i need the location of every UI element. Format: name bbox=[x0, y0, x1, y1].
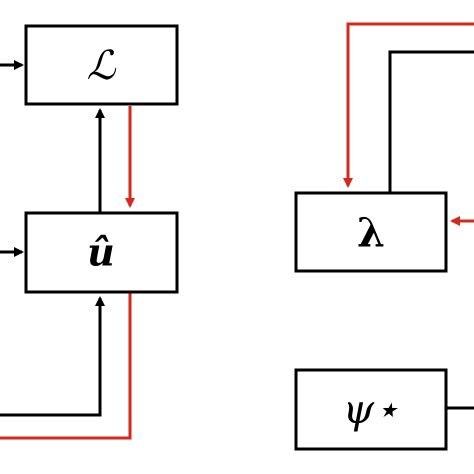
node-u-hat-label: û bbox=[87, 230, 115, 275]
node-psi-star-box bbox=[294, 368, 448, 451]
edge-loop-to-u bbox=[0, 296, 105, 417]
node-psi-star-label: ψ⋆ bbox=[343, 387, 399, 433]
edge-lambda-top-return bbox=[388, 50, 474, 192]
node-lambda-box bbox=[294, 191, 448, 273]
edge-backward-to-lambda bbox=[343, 22, 474, 188]
node-u-hat: û bbox=[24, 211, 179, 294]
node-u-hat-box bbox=[24, 211, 179, 294]
node-lambda: λ bbox=[294, 191, 448, 273]
node-psi-star: ψ⋆ bbox=[294, 368, 448, 451]
node-L: ℒ bbox=[24, 24, 179, 106]
node-L-label: ℒ bbox=[87, 43, 117, 89]
edge-u-backward-out bbox=[0, 293, 132, 440]
node-L-box bbox=[24, 24, 179, 106]
node-lambda-label: λ bbox=[357, 210, 385, 257]
